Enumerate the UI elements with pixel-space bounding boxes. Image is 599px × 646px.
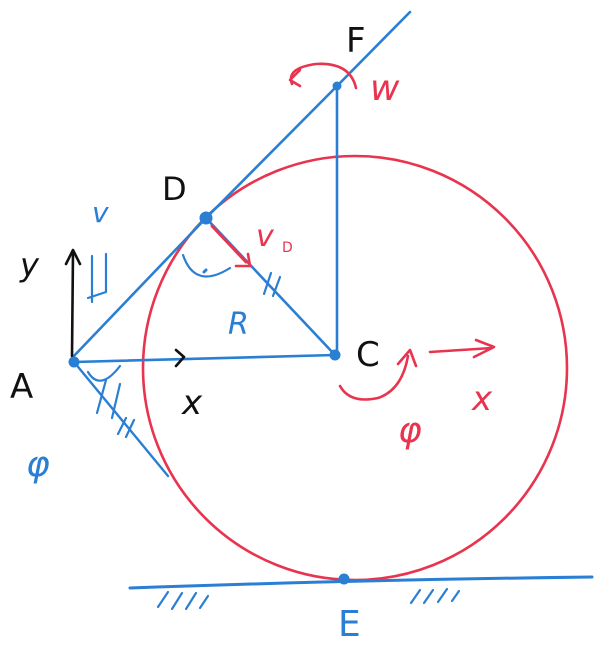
omega-arrow-F — [289, 62, 358, 90]
label-vD: v — [256, 219, 275, 254]
line-A-F — [70, 10, 412, 360]
velocity-arrowhead-D — [234, 252, 252, 268]
line-A-C — [72, 353, 337, 364]
tick-DC — [262, 271, 282, 298]
rotation-arrow-C — [338, 354, 410, 401]
point-A — [68, 356, 80, 368]
y-axis — [70, 250, 75, 358]
label-omega: w — [370, 68, 400, 109]
right-angle-D — [181, 253, 232, 278]
right-angle-dot-D — [202, 268, 208, 274]
ground-hatching-right — [409, 587, 461, 605]
tick-vertical-left — [86, 252, 108, 304]
label-R: R — [228, 307, 249, 342]
y-axis-arrowhead — [64, 248, 82, 266]
ground-line — [128, 575, 594, 590]
tick-A-lower — [95, 378, 136, 439]
point-C — [329, 349, 341, 361]
x-axis-arrowhead — [174, 348, 186, 368]
angle-mark-A — [86, 364, 122, 382]
label-D: D — [162, 170, 187, 208]
label-phi-blue: φ — [26, 444, 50, 485]
ground-hatching-left — [156, 590, 210, 611]
velocity-arrow-D — [210, 224, 248, 264]
rotation-arrowhead-C — [396, 348, 418, 368]
label-phi-red: φ — [398, 410, 422, 451]
label-vD-subscript: D — [282, 240, 293, 256]
line-A-lower — [72, 360, 170, 478]
label-F: F — [346, 21, 366, 61]
label-C: C — [356, 335, 380, 375]
point-D — [199, 211, 213, 225]
label-y: y — [19, 246, 40, 284]
point-E — [338, 573, 350, 585]
velocity-arrowhead-C — [472, 338, 496, 359]
label-x-red: x — [471, 379, 493, 419]
velocity-arrow-C — [428, 346, 494, 354]
label-v: v — [92, 196, 109, 229]
point-F — [332, 81, 342, 91]
omega-arrowhead-F — [288, 68, 302, 88]
label-x: x — [181, 383, 203, 423]
label-E: E — [338, 604, 361, 645]
label-A: A — [10, 367, 33, 407]
